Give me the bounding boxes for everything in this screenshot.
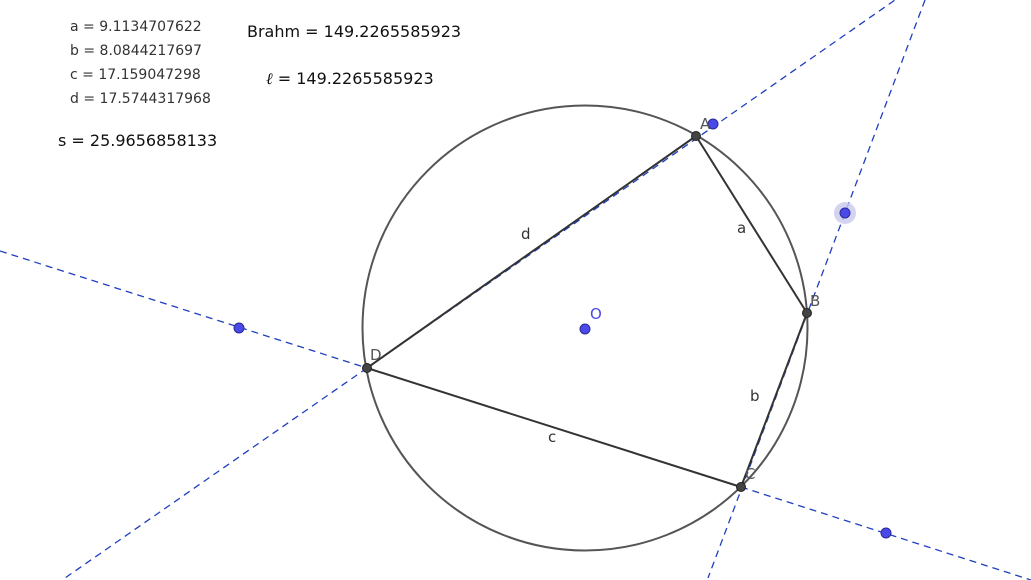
measure-s-label: s [58,131,66,150]
line-through-D-and-left-point[interactable] [0,250,368,369]
vertex-point-A[interactable] [691,131,701,141]
measure-s-value: 25.9656858133 [90,131,217,150]
measure-d[interactable]: d = 17.5744317968 [70,91,211,107]
measure-a-value: 9.1134707622 [99,19,201,35]
segment-d[interactable] [366,135,697,369]
point-label-C: C [745,465,755,483]
measure-ell-value: 149.2265585923 [296,69,433,88]
segment-label-b: b [750,387,760,405]
segment-label-d: d [521,225,531,243]
line-through-C-and-right-point[interactable] [740,486,1031,580]
measure-d-label: d [70,91,79,107]
free-points [233,118,892,539]
vertex-point-C[interactable] [736,482,746,492]
measurements-panel: a = 9.1134707622 b = 8.0844217697 c = 17… [58,19,461,150]
measure-b-value: 8.0844217697 [100,43,202,59]
measure-a[interactable]: a = 9.1134707622 [70,19,202,35]
free-point-left[interactable] [233,322,245,334]
segment-b[interactable] [740,312,808,488]
measure-s[interactable]: s = 25.9656858133 [58,131,217,150]
measure-a-label: a [70,19,79,35]
vertex-point-B[interactable] [802,308,812,318]
point-label-A: A [700,115,711,133]
point-label-D: D [370,346,382,364]
segment-label-c: c [548,428,556,446]
measure-brahm[interactable]: Brahm = 149.2265585923 [247,22,461,41]
free-point-upper-right[interactable] [839,207,851,219]
point-label-O: O [590,305,602,323]
quadrilateral [366,135,808,488]
segment-label-a: a [737,219,746,237]
measure-brahm-value: 149.2265585923 [324,22,461,41]
free-point-near-A[interactable] [707,118,719,130]
vertex-points [362,131,812,492]
line-through-B-and-C[interactable] [707,0,926,579]
measure-brahm-label: Brahm [247,22,300,41]
measure-ell[interactable]: ℓ = 149.2265585923 [266,69,434,88]
measure-c-value: 17.159047298 [98,67,200,83]
segment-a[interactable] [695,135,808,314]
point-label-B: B [810,292,820,310]
circumcircle[interactable] [361,104,809,552]
measure-c-label: c [70,67,78,83]
segment-c[interactable] [366,367,742,488]
measure-b[interactable]: b = 8.0844217697 [70,43,202,59]
measure-d-value: 17.5744317968 [100,91,211,107]
center-point-O[interactable] [579,323,591,335]
measure-c[interactable]: c = 17.159047298 [70,67,201,83]
measure-ell-label: ℓ [266,69,273,88]
vertex-point-D[interactable] [362,363,372,373]
line-from-D-downward[interactable] [64,367,368,579]
free-point-lower-right[interactable] [880,527,892,539]
measure-b-label: b [70,43,79,59]
